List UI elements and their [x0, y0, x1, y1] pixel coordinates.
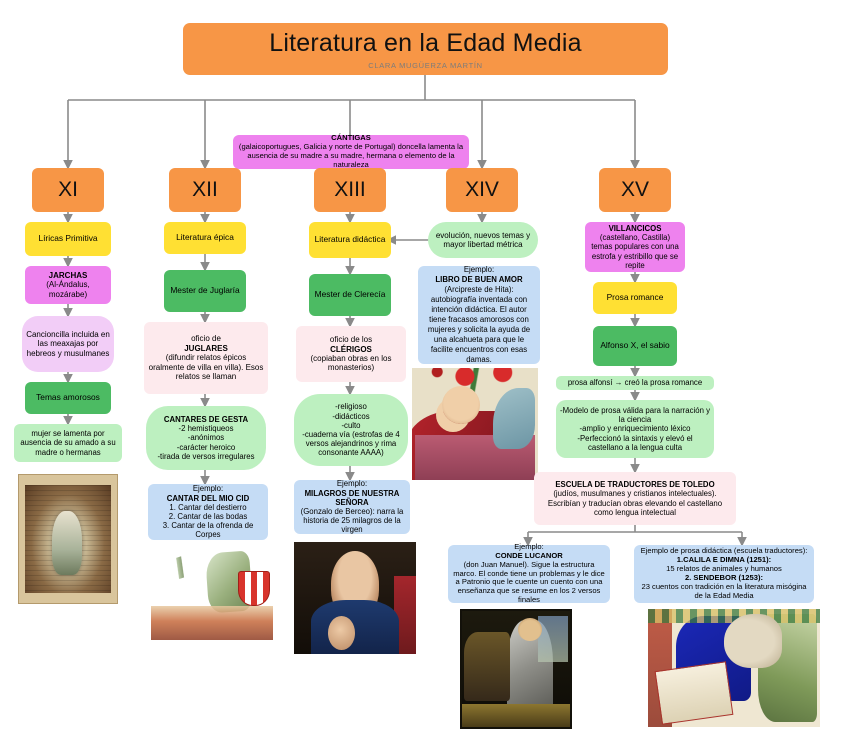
image-retrato-caballero	[460, 609, 572, 729]
image-virgen-con-nino	[294, 542, 416, 654]
century-xiv-label: XIV	[465, 177, 499, 201]
node-villancicos[interactable]: VILLANCICOS (castellano, Castilla) temas…	[585, 222, 685, 272]
node-literatura-epica[interactable]: Literatura épica	[164, 222, 246, 254]
title-text: Literatura en la Edad Media	[269, 28, 582, 57]
cantigas-label: CÁNTIGAS	[331, 133, 371, 143]
node-ejemplo-mio-cid[interactable]: Ejemplo: CANTAR DEL MIO CID 1. Cantar de…	[148, 484, 268, 540]
image-caballero-cid	[148, 546, 276, 642]
node-ejemplo-libro-buen-amor[interactable]: Ejemplo: LIBRO DE BUEN AMOR (Arcipreste …	[418, 265, 540, 364]
node-liricas-primitiva[interactable]: Líricas Primitiva	[25, 222, 111, 256]
node-cantares-de-gesta[interactable]: CANTARES DE GESTA -2 hemistiqueos -anóni…	[146, 406, 266, 470]
image-escriba-medieval	[648, 609, 820, 727]
node-oficio-clerigos[interactable]: oficio de los CLÉRIGOS (copiaban obras e…	[296, 326, 406, 382]
node-temas-amorosos[interactable]: Temas amorosos	[25, 382, 111, 414]
node-cantigas[interactable]: CÁNTIGAS (galaicoportugues, Galicia y no…	[233, 133, 469, 169]
author-text: CLARA MUGÜERZA MARTÍN	[368, 60, 483, 70]
cantigas-text: (galaicoportugues, Galicia y norte de Po…	[238, 142, 464, 169]
century-xv-label: XV	[620, 177, 649, 201]
century-xiii-label: XIII	[334, 177, 366, 201]
node-ejemplo-milagros[interactable]: Ejemplo: MILAGROS DE NUESTRA SEÑORA (Gon…	[294, 479, 410, 534]
node-escuela-traductores[interactable]: ESCUELA DE TRADUCTORES DE TOLEDO (judíos…	[534, 472, 736, 525]
century-xii-label: XII	[192, 177, 218, 201]
century-xiii[interactable]: XIII	[314, 168, 386, 212]
century-xi-label: XI	[58, 177, 78, 201]
node-mester-de-clerecia[interactable]: Mester de Clerecía	[309, 274, 391, 316]
node-prosa-romance[interactable]: Prosa romance	[593, 282, 677, 314]
page-title: Literatura en la Edad Media CLARA MUGÜER…	[183, 23, 668, 75]
node-alfonso-x[interactable]: Alfonso X, el sabio	[593, 326, 677, 366]
image-iluminacion-buen-amor	[412, 368, 538, 480]
node-jarchas[interactable]: JARCHAS (Al-Ándalus, mozárabe)	[25, 266, 111, 304]
node-ejemplo-prosa-didactica[interactable]: Ejemplo de prosa didáctica (escuela trad…	[634, 545, 814, 603]
century-xi[interactable]: XI	[32, 168, 104, 212]
node-mester-de-juglaria[interactable]: Mester de Juglaría	[164, 270, 246, 312]
node-literatura-didactica[interactable]: Literatura didáctica	[309, 222, 391, 258]
node-evolucion-temas[interactable]: evolución, nuevos temas y mayor libertad…	[428, 222, 538, 258]
node-cancioncilla[interactable]: Cancioncilla incluida en las meaxajas po…	[22, 316, 114, 372]
node-rasgos-clerecia[interactable]: -religioso -didácticos -culto -cuaderna …	[294, 394, 408, 466]
century-xiv[interactable]: XIV	[446, 168, 518, 212]
image-manuscrito-jarcha	[18, 474, 118, 604]
node-mujer-lamenta[interactable]: mujer se lamenta por ausencia de su amad…	[14, 424, 122, 462]
century-xii[interactable]: XII	[169, 168, 241, 212]
node-oficio-juglares[interactable]: oficio de JUGLARES (difundir relatos épi…	[144, 322, 268, 394]
node-ejemplo-conde-lucanor[interactable]: Ejemplo: CONDE LUCANOR (don Juan Manuel)…	[448, 542, 610, 604]
node-prosa-alfonsi[interactable]: prosa alfonsí → creó la prosa romance	[556, 376, 714, 390]
node-modelo-prosa[interactable]: -Modelo de prosa válida para la narració…	[556, 400, 714, 458]
century-xv[interactable]: XV	[599, 168, 671, 212]
